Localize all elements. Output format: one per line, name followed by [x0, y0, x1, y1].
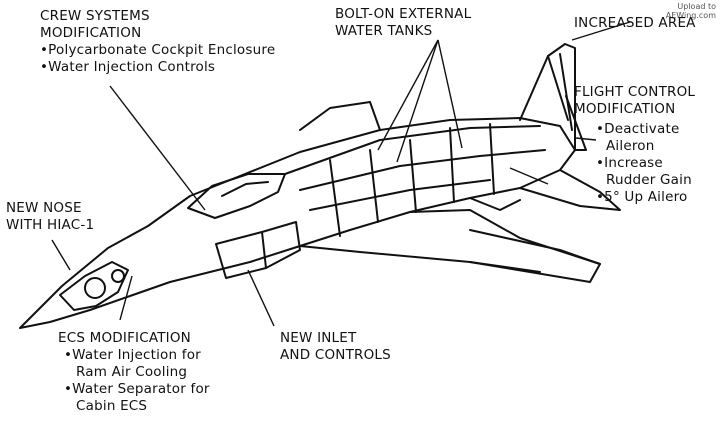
- inlet-line2: AND CONTROLS: [280, 347, 391, 363]
- leader-tanks-3: [437, 39, 463, 149]
- label-flight-control: FLIGHT CONTROL MODIFICATION: [574, 84, 695, 118]
- leader-area: [571, 21, 631, 41]
- flight-item-2b: Rudder Gain: [606, 172, 692, 188]
- crew-title2: MODIFICATION: [40, 25, 142, 41]
- tanks-line1: BOLT-ON EXTERNAL: [335, 6, 472, 22]
- flight-item-1b: Aileron: [606, 138, 655, 154]
- flight-items: Deactivate Aileron Increase Rudder Gain …: [596, 121, 692, 206]
- crew-item-1: Polycarbonate Cockpit Enclosure: [40, 42, 275, 59]
- intake-outline: [215, 231, 267, 279]
- tanks-line2: WATER TANKS: [335, 23, 433, 39]
- radome-detail: [59, 261, 129, 311]
- label-ecs: ECS MODIFICATION Water Injection for Ram…: [58, 330, 210, 415]
- label-increased-area: INCREASED AREA: [574, 15, 696, 32]
- label-water-tanks: BOLT-ON EXTERNAL WATER TANKS: [335, 6, 471, 40]
- label-new-inlet: NEW INLET AND CONTROLS: [280, 330, 391, 364]
- wing-outline: [299, 209, 601, 283]
- watermark-line2: AEWing.com: [665, 11, 716, 20]
- flight-title2: MODIFICATION: [574, 101, 676, 117]
- flight-item-1: Deactivate: [596, 121, 692, 138]
- ecs-item-1b: Ram Air Cooling: [76, 364, 188, 380]
- nose-line1: NEW NOSE: [6, 200, 82, 216]
- leader-aileron: [509, 167, 549, 185]
- nose-line2: WITH HIAC-1: [6, 217, 95, 233]
- leader-ecs: [119, 275, 133, 321]
- crew-item-2: Water Injection Controls: [40, 59, 275, 76]
- leader-inlet: [247, 269, 275, 327]
- flight-item-3: 5° Up Ailero: [596, 189, 692, 206]
- ecs-item-2: Water Separator for: [58, 381, 210, 398]
- leader-tanks-2: [396, 39, 439, 163]
- vertical-fin-outline: [519, 43, 576, 151]
- flight-item-2: Increase: [596, 155, 692, 172]
- flight-title1: FLIGHT CONTROL: [574, 84, 696, 100]
- leader-crew: [109, 85, 206, 211]
- crew-title1: CREW SYSTEMS: [40, 8, 150, 24]
- ecs-item-1: Water Injection for: [58, 347, 210, 364]
- watermark-line1: Upload to: [677, 2, 716, 11]
- label-crew-systems: CREW SYSTEMS MODIFICATION Polycarbonate …: [40, 8, 275, 76]
- inlet-line1: NEW INLET: [280, 330, 357, 346]
- area-text: INCREASED AREA: [574, 15, 696, 31]
- leader-nose: [51, 239, 71, 271]
- canopy-outline: [187, 173, 286, 219]
- label-new-nose: NEW NOSE WITH HIAC-1: [6, 200, 94, 234]
- leader-flight: [575, 137, 597, 141]
- stabilator-outline: [519, 169, 621, 211]
- ecs-item-2b: Cabin ECS: [76, 398, 148, 414]
- ecs-title: ECS MODIFICATION: [58, 330, 191, 346]
- watermark: Upload to AEWing.com: [660, 2, 716, 20]
- leader-tanks-1: [377, 39, 439, 151]
